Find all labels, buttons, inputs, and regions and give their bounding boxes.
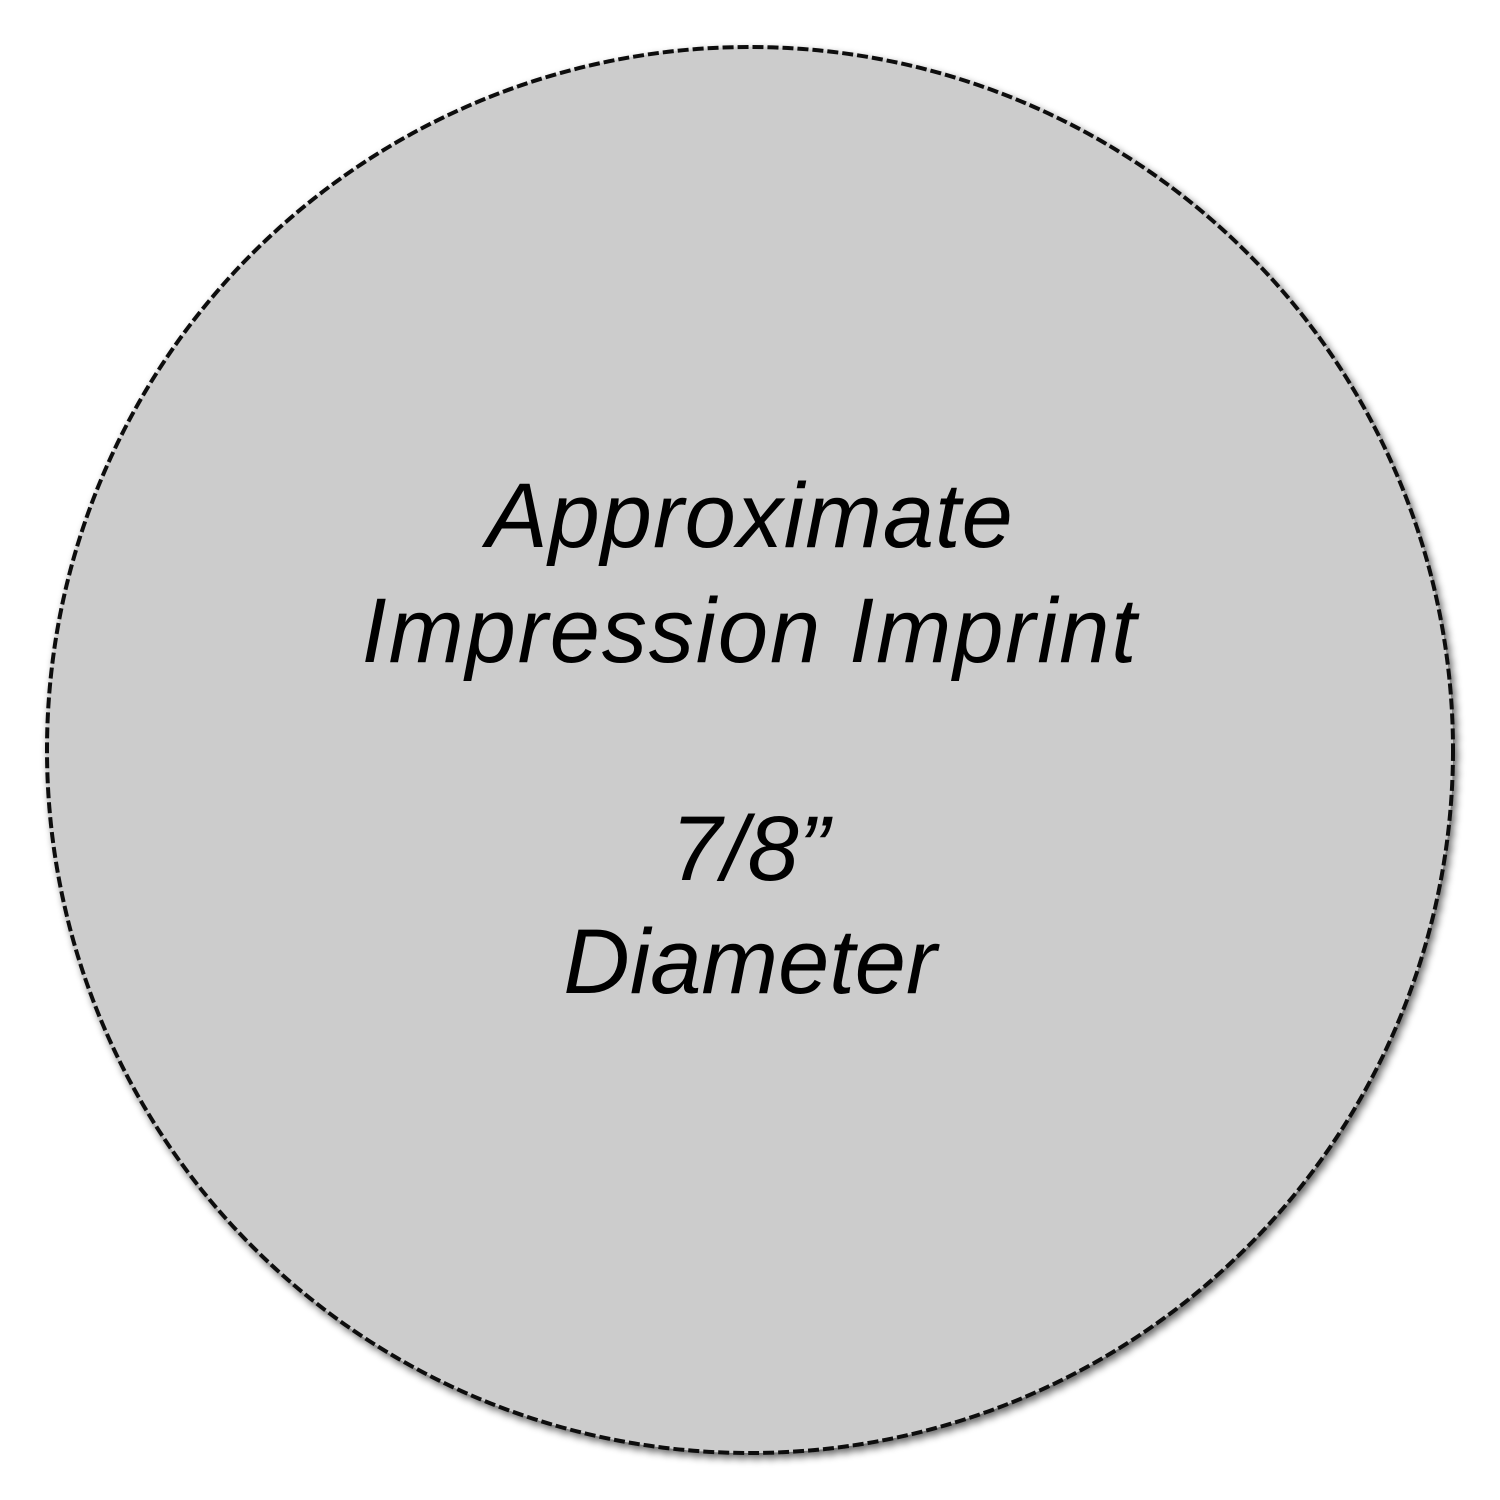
label-size: 7/8”: [670, 798, 830, 900]
label-approximate: Approximate: [486, 465, 1014, 567]
label-diameter: Diameter: [563, 911, 937, 1013]
label-impression-imprint: Impression Imprint: [361, 580, 1139, 682]
